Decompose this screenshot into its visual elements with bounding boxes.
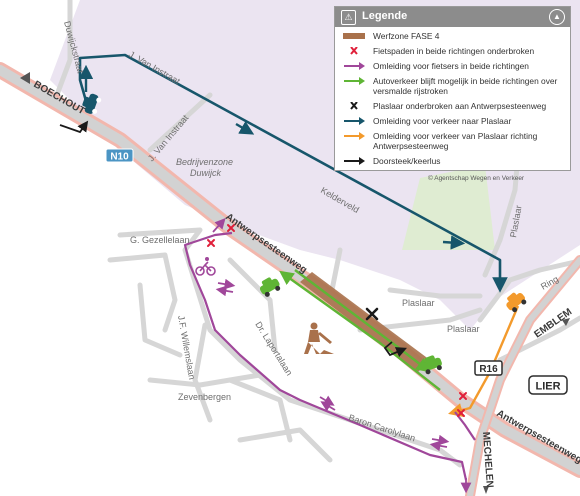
legend-item-text: Omleiding voor fietsers in beide richtin…: [373, 61, 529, 71]
legend-item-text: Omleiding voor verkeer naar Plaslaar: [373, 116, 512, 126]
purple-arrow-icon: [344, 62, 365, 70]
legend-item-text: Fietspaden in beide richtingen onderbrok…: [373, 46, 535, 56]
green-route-lower: [279, 270, 441, 391]
label-bedrijvenzone: Bedrijvenzone: [176, 157, 233, 167]
teal-arrow-2: [442, 235, 466, 250]
legend: ⚠ Legende ▲ Werfzone FASE 4 Fietspaden i…: [334, 6, 571, 171]
teal-arrow-1: [235, 121, 255, 135]
legend-item-text: Doorsteek/keerlus: [373, 156, 441, 166]
label-zevenbergen: Zevenbergen: [178, 392, 231, 402]
legend-item: Omleiding voor fietsers in beide richtin…: [335, 61, 570, 71]
legend-header: ⚠ Legende ▲: [335, 7, 570, 27]
legend-item: Fietspaden in beide richtingen onderbrok…: [335, 46, 570, 56]
n10-label: N10: [110, 152, 129, 163]
legend-item-text: Autoverkeer blijft mogelijk in beide ric…: [373, 76, 558, 96]
green-area: [402, 165, 495, 250]
legend-item: Doorsteek/keerlus: [335, 156, 570, 166]
red-cross-icon: [350, 47, 358, 55]
north-arrow-icon: ▲: [549, 9, 565, 25]
label-duwijck: Duwijck: [190, 168, 222, 178]
label-jf-willemslaan: J.F. Willemslaan: [176, 315, 197, 381]
legend-item: Autoverkeer blijft mogelijk in beide ric…: [335, 76, 570, 96]
lier-badge: LIER: [528, 375, 568, 395]
legend-item: Omleiding voor verkeer naar Plaslaar: [335, 116, 570, 126]
car-icon: [82, 93, 102, 114]
orange-arrow-icon: [344, 132, 365, 140]
legend-title: Legende: [362, 10, 408, 22]
local-streets: [52, 0, 580, 468]
r16-road: [467, 257, 580, 496]
legend-item-text: Plaslaar onderbroken aan Antwerpsesteenw…: [373, 101, 547, 111]
teal-route: [78, 53, 508, 293]
label-baron-carolylaan: Baron Carolylaan: [347, 412, 416, 443]
black-loop-east: [383, 341, 407, 358]
purple-route: [183, 231, 468, 481]
label-plaslaar-1: Plaslaar: [402, 298, 435, 308]
legend-item: Omleiding voor verkeer van Plaslaar rich…: [335, 131, 570, 151]
n10-badge: N10: [105, 148, 134, 163]
copyright-notice: © Agentschap Wegen en Verkeer: [428, 175, 525, 182]
r16-label: R16: [479, 364, 498, 375]
label-g-gezellelaan: G. Gezellelaan: [130, 235, 190, 245]
legend-item-text: Werfzone FASE 4: [373, 31, 440, 41]
label-mechelen: MECHELEN: [480, 431, 495, 488]
green-arrow-icon: [344, 77, 365, 85]
legend-item: Plaslaar onderbroken aan Antwerpsesteenw…: [335, 101, 570, 111]
black-cross-icon: [350, 102, 358, 110]
lier-label: LIER: [535, 381, 560, 393]
legend-item-text: Omleiding voor verkeer van Plaslaar rich…: [373, 131, 538, 151]
black-loop-west: [59, 120, 89, 134]
car-icon: [259, 277, 281, 297]
r16-badge: R16: [474, 360, 503, 376]
road-worker-icon: [304, 322, 334, 354]
car-icon: [506, 292, 527, 313]
emblem-arrow: [562, 318, 570, 326]
legend-item: Werfzone FASE 4: [335, 31, 570, 41]
purple-arrows: [212, 217, 472, 494]
label-plaslaar-2: Plaslaar: [447, 324, 480, 334]
mechelen-arrow: [483, 486, 489, 494]
werfzone-icon: [343, 33, 365, 39]
boechout-arrow: [20, 72, 30, 84]
red-cross-markers: [207, 224, 467, 417]
black-arrow-icon: [344, 157, 365, 165]
orange-route: [448, 305, 520, 418]
bicycle-icon: [195, 257, 216, 276]
black-cross-plaslaar: [365, 307, 379, 321]
road-works-sign-icon: ⚠: [341, 10, 356, 25]
green-route-upper: [294, 269, 431, 373]
legend-list: Werfzone FASE 4 Fietspaden in beide rich…: [335, 27, 570, 166]
teal-arrow-icon: [344, 117, 365, 125]
car-icon: [421, 355, 442, 375]
